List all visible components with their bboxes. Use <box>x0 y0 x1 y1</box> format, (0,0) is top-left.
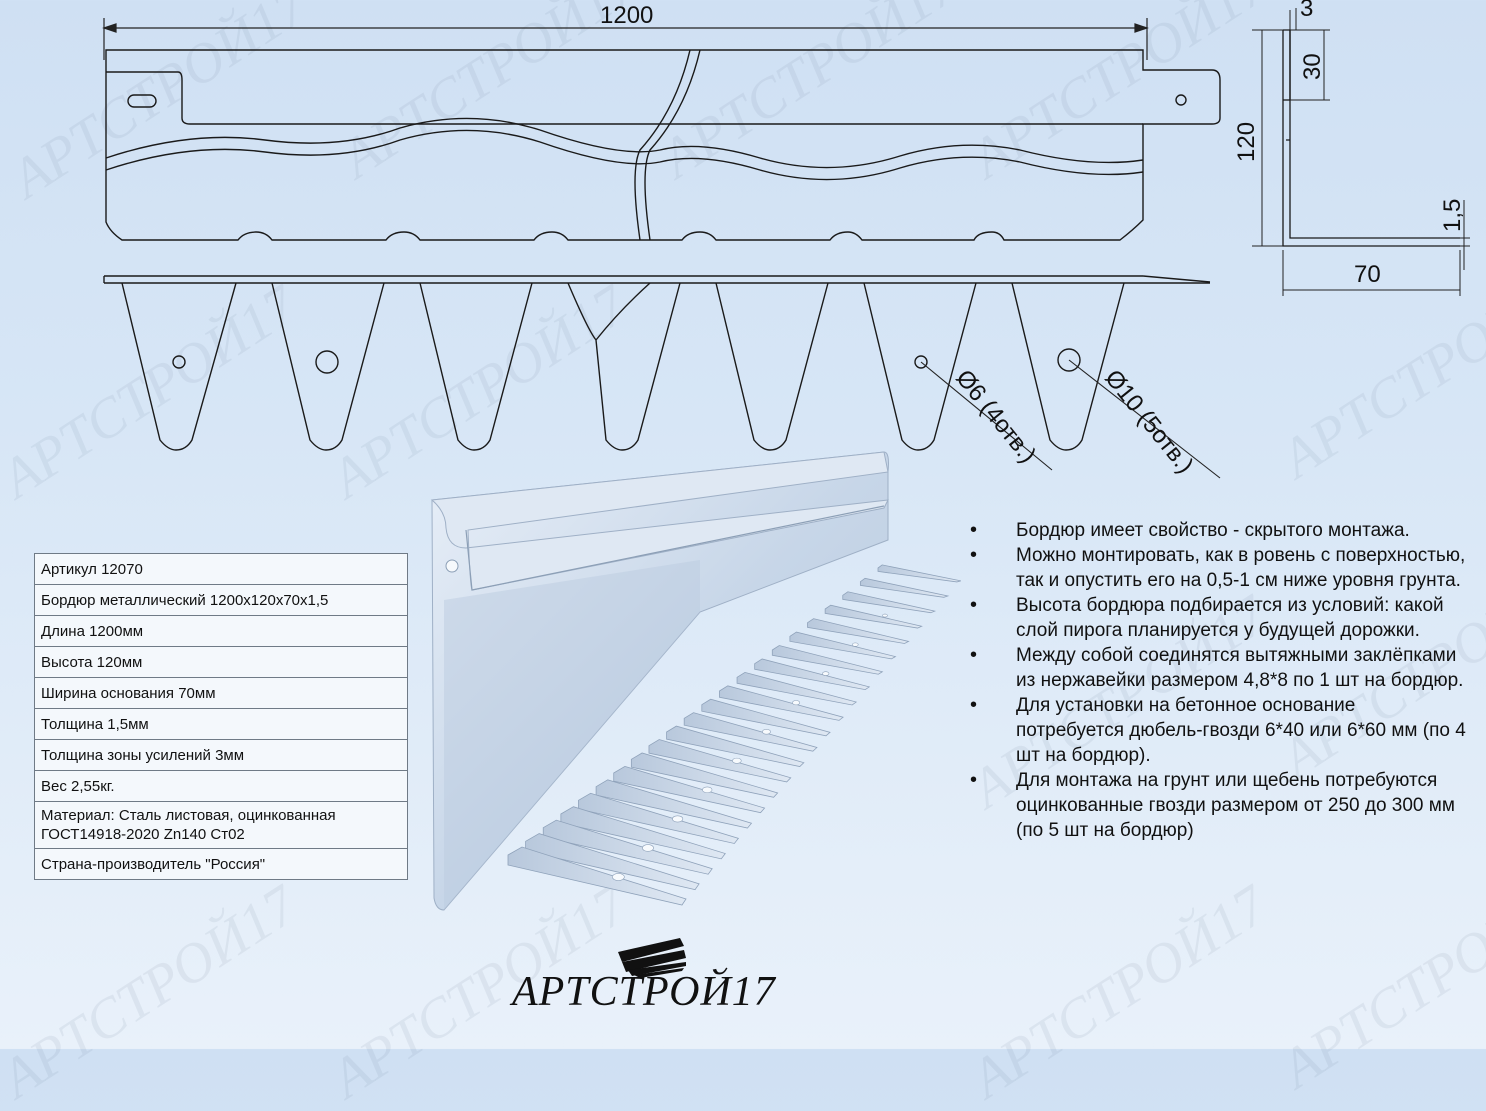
spike-strip <box>103 275 1211 451</box>
spec-row: Бордюр металлический 1200x120x70x1,5 <box>34 584 408 616</box>
spike-3d <box>701 698 831 737</box>
spec-line: Материал: Сталь листовая, оцинкованная <box>41 807 336 824</box>
feature-item: Высота бордюра подбирается из условий: к… <box>968 593 1468 643</box>
spike-hole-3d <box>702 786 713 794</box>
spec-cell: Толщина 1,5мм <box>34 708 408 740</box>
spike-3d <box>842 591 937 614</box>
logo-text: АРТСТРОЙ17 <box>512 969 776 1015</box>
feature-item: Для установки на бетонное основание потр… <box>968 693 1468 768</box>
spike-3d <box>877 564 961 583</box>
spec-cell: Длина 1200мм <box>34 615 408 647</box>
logo-mark <box>618 938 686 978</box>
feature-item: Можно монтировать, как в ровень с поверх… <box>968 543 1468 593</box>
spike-hole-3d <box>882 613 888 618</box>
spike-3d <box>648 739 792 783</box>
spike-hole-3d <box>672 815 684 823</box>
spec-row: Вес 2,55кг. <box>34 770 408 802</box>
spike-3d <box>719 685 844 721</box>
spike-hole-3d <box>642 844 654 852</box>
spec-line: ГОСТ14918-2020 Zn140 Ст02 <box>41 826 245 843</box>
spec-row: Толщина 1,5мм <box>34 708 408 740</box>
spec-cell: Высота 120мм <box>34 646 408 678</box>
spike-3d <box>595 779 753 829</box>
spec-cell: Страна-производитель "Россия" <box>34 848 408 880</box>
technical-drawing: 1200 Ø6 <box>102 0 1470 978</box>
spike-hole-3d <box>762 729 771 735</box>
spike-3d <box>789 631 897 660</box>
profile-dimensions <box>1252 8 1470 296</box>
base-width-label: 70 <box>1354 261 1381 288</box>
spike-3d <box>859 577 950 598</box>
spike-3d <box>613 765 766 814</box>
spike-3d <box>807 618 910 644</box>
spike-hole-3d <box>612 873 625 881</box>
spike-3d <box>507 846 687 906</box>
hole-leaders <box>920 359 1221 479</box>
length-dimension <box>102 18 1149 60</box>
spike-3d <box>683 712 818 752</box>
spike-hole-3d <box>822 671 830 676</box>
height-label: 120 <box>1233 122 1260 162</box>
thickness-label: 1,5 <box>1439 199 1466 232</box>
spike-3d <box>666 725 805 767</box>
fold-height-label: 30 <box>1299 53 1326 80</box>
spec-cell: Артикул 12070 <box>34 553 408 585</box>
spike-3d <box>771 645 884 675</box>
spec-row: Страна-производитель "Россия" <box>34 848 408 880</box>
length-label: 1200 <box>600 2 653 29</box>
feature-item: Между собой соединятся вытяжными заклёпк… <box>968 643 1468 693</box>
border-3d-render <box>430 451 889 911</box>
spike-hole-3d <box>792 700 801 706</box>
spec-row: Высота 120мм <box>34 646 408 678</box>
spike-3d <box>754 658 871 691</box>
feature-item: Для монтажа на грунт или щебень потребую… <box>968 768 1468 843</box>
flat-pattern-strip <box>105 49 1221 241</box>
spike-3d <box>736 671 858 706</box>
spec-row: Артикул 12070 <box>34 553 408 585</box>
hole-large-label: Ø10 (5отв.) <box>1099 365 1198 479</box>
spike-hole-3d <box>852 642 859 647</box>
spike-hole-3d <box>732 757 742 764</box>
reinforcement-label: 3 <box>1300 0 1313 22</box>
spec-row: Толщина зоны усилений 3мм <box>34 739 408 771</box>
hole-small-label: Ø6 (4отв.) <box>950 365 1041 468</box>
spec-cell: Ширина основания 70мм <box>34 677 408 709</box>
spec-cell: Вес 2,55кг. <box>34 770 408 802</box>
spec-cell: Бордюр металлический 1200x120x70x1,5 <box>34 584 408 616</box>
border-3d-spikes <box>507 564 961 906</box>
spec-cell: Толщина зоны усилений 3мм <box>34 739 408 771</box>
feature-item: Бордюр имеет свойство - скрытого монтажа… <box>968 518 1468 543</box>
features-list: Бордюр имеет свойство - скрытого монтажа… <box>968 518 1468 843</box>
spike-3d <box>578 792 740 844</box>
spike-3d <box>824 604 923 629</box>
spec-row: Ширина основания 70мм <box>34 677 408 709</box>
spec-row: Длина 1200мм <box>34 615 408 647</box>
spike-3d <box>630 752 779 798</box>
